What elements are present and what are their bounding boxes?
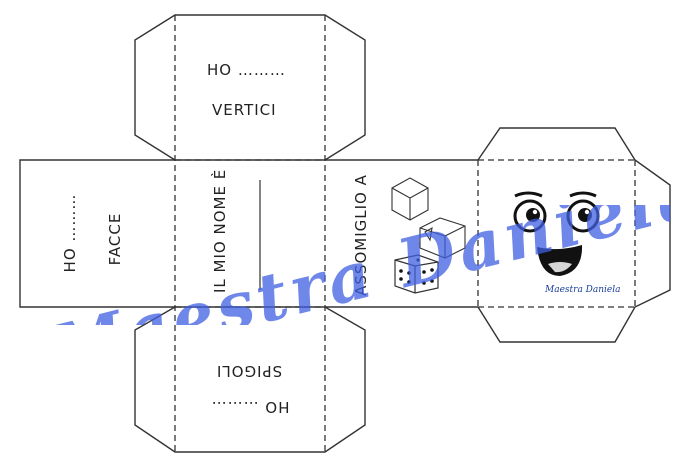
cube-sketch-icon [391,177,466,259]
left-face-line1: HO ……… [61,193,79,273]
right-face-outline [477,127,671,343]
left-face-line2: FACCE [106,212,124,266]
face-signature: Maestra Daniela [545,285,621,295]
bottom-face-line2: SPIGOLI [215,362,283,380]
right-center-face-label: ASSOMIGLIO A [352,174,370,296]
center-face-label: IL MIO NOME È [211,168,229,293]
top-flap-outline [134,14,366,161]
top-face-line1: HO ……… [207,61,286,79]
smiley-face-icon [513,191,600,276]
top-face-line2: VERTICI [212,101,277,119]
dice-icon [394,254,439,294]
left-face-outline [19,159,175,308]
bottom-flap-outline [134,306,366,453]
bottom-face-line1: HO ……… [210,398,290,416]
